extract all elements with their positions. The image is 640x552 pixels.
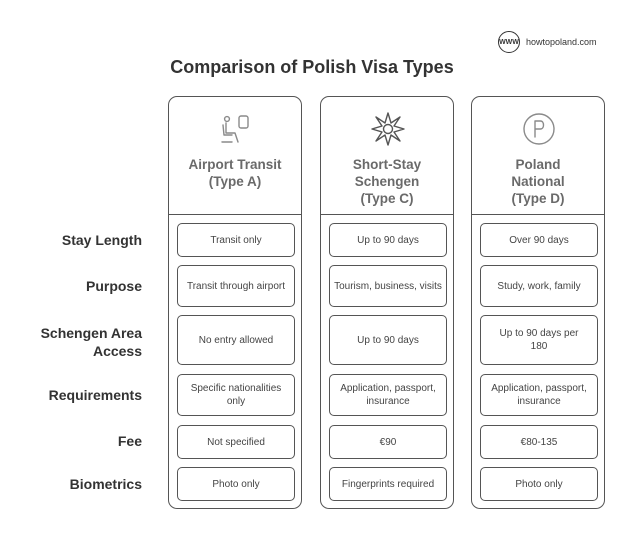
- cell-stay-length: Up to 90 days: [329, 223, 447, 257]
- column-title: Airport Transit (Type A): [188, 157, 282, 189]
- visa-column-type-c: Short-Stay Schengen (Type C) Up to 90 da…: [320, 96, 454, 509]
- visa-column-type-d: Poland National (Type D) Over 90 days St…: [471, 96, 605, 509]
- column-header: Airport Transit (Type A): [169, 97, 301, 215]
- cell-requirements: Application, passport, insurance: [480, 374, 598, 416]
- diagram-title: Comparison of Polish Visa Types: [170, 57, 454, 77]
- airport-seat-icon: [221, 115, 249, 143]
- parking-p-icon: [523, 113, 555, 145]
- cell-biometrics: Photo only: [177, 467, 295, 501]
- column-header: Short-Stay Schengen (Type C): [321, 97, 453, 215]
- cell-stay-length: Transit only: [177, 223, 295, 257]
- row-label-biometrics: Biometrics: [69, 476, 142, 492]
- cell-schengen-access: No entry allowed: [177, 315, 295, 365]
- visa-column-type-a: Airport Transit (Type A) Transit only Tr…: [168, 96, 302, 509]
- cell-schengen-access: Up to 90 days: [329, 315, 447, 365]
- cell-requirements: Application, passport, insurance: [329, 374, 447, 416]
- brand-url: howtopoland.com: [526, 37, 597, 47]
- row-label-fee: Fee: [117, 433, 142, 449]
- column-title: Short-Stay Schengen (Type C): [352, 157, 422, 206]
- column-title: Poland National (Type D): [511, 157, 565, 206]
- column-header: Poland National (Type D): [472, 97, 604, 215]
- cell-biometrics: Photo only: [480, 467, 598, 501]
- cell-fee: €80-135: [480, 425, 598, 459]
- cell-purpose: Tourism, business, visits: [329, 265, 447, 307]
- cell-fee: Not specified: [177, 425, 295, 459]
- cell-fee: €90: [329, 425, 447, 459]
- compass-star-icon: [371, 112, 405, 146]
- cell-purpose: Transit through airport: [177, 265, 295, 307]
- row-label-purpose: Purpose: [85, 278, 142, 294]
- brand: WWW howtopoland.com: [498, 31, 597, 53]
- row-label-requirements: Requirements: [48, 387, 142, 403]
- www-globe-icon: WWW: [498, 31, 520, 53]
- cell-biometrics: Fingerprints required: [329, 467, 447, 501]
- row-label-stay-length: Stay Length: [61, 232, 142, 248]
- cell-stay-length: Over 90 days: [480, 223, 598, 257]
- cell-purpose: Study, work, family: [480, 265, 598, 307]
- cell-requirements: Specific nationalities only: [177, 374, 295, 416]
- cell-schengen-access: Up to 90 days per 180: [480, 315, 598, 365]
- row-label-schengen-access: Schengen Area Access: [40, 325, 142, 359]
